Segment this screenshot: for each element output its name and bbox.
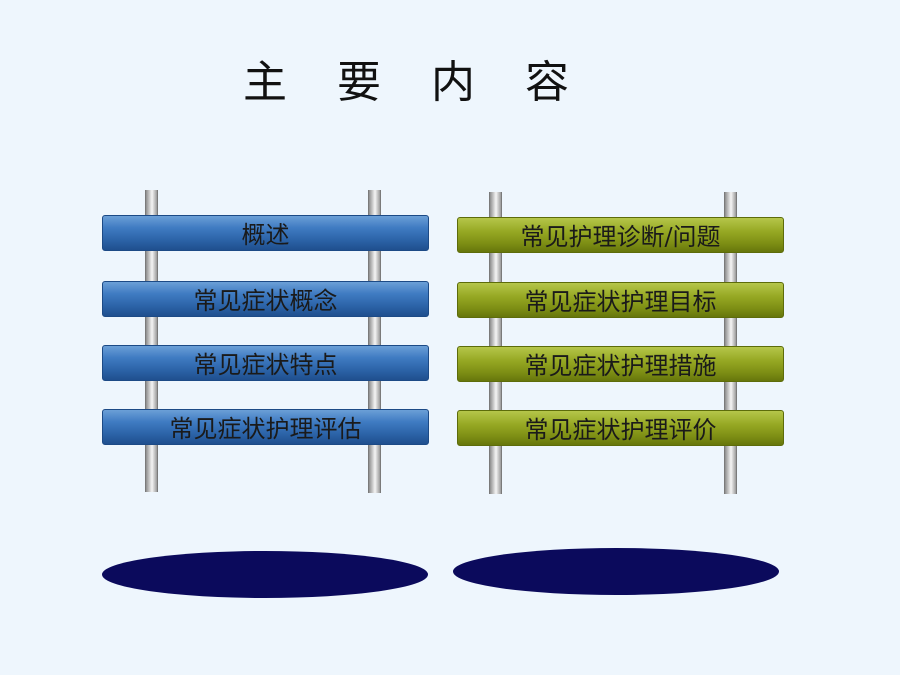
left-item-3: 常见症状特点 (102, 345, 429, 381)
right-item-2: 常见症状护理目标 (457, 282, 784, 318)
right-item-4: 常见症状护理评价 (457, 410, 784, 446)
left-item-2: 常见症状概念 (102, 281, 429, 317)
slide-title: 主 要 内 容 (243, 57, 587, 108)
right-item-3: 常见症状护理措施 (457, 346, 784, 382)
left-item-4: 常见症状护理评估 (102, 409, 429, 445)
left-base-ellipse (102, 551, 428, 598)
left-item-1: 概述 (102, 215, 429, 251)
right-item-1: 常见护理诊断/问题 (457, 217, 784, 253)
right-base-ellipse (453, 548, 779, 595)
